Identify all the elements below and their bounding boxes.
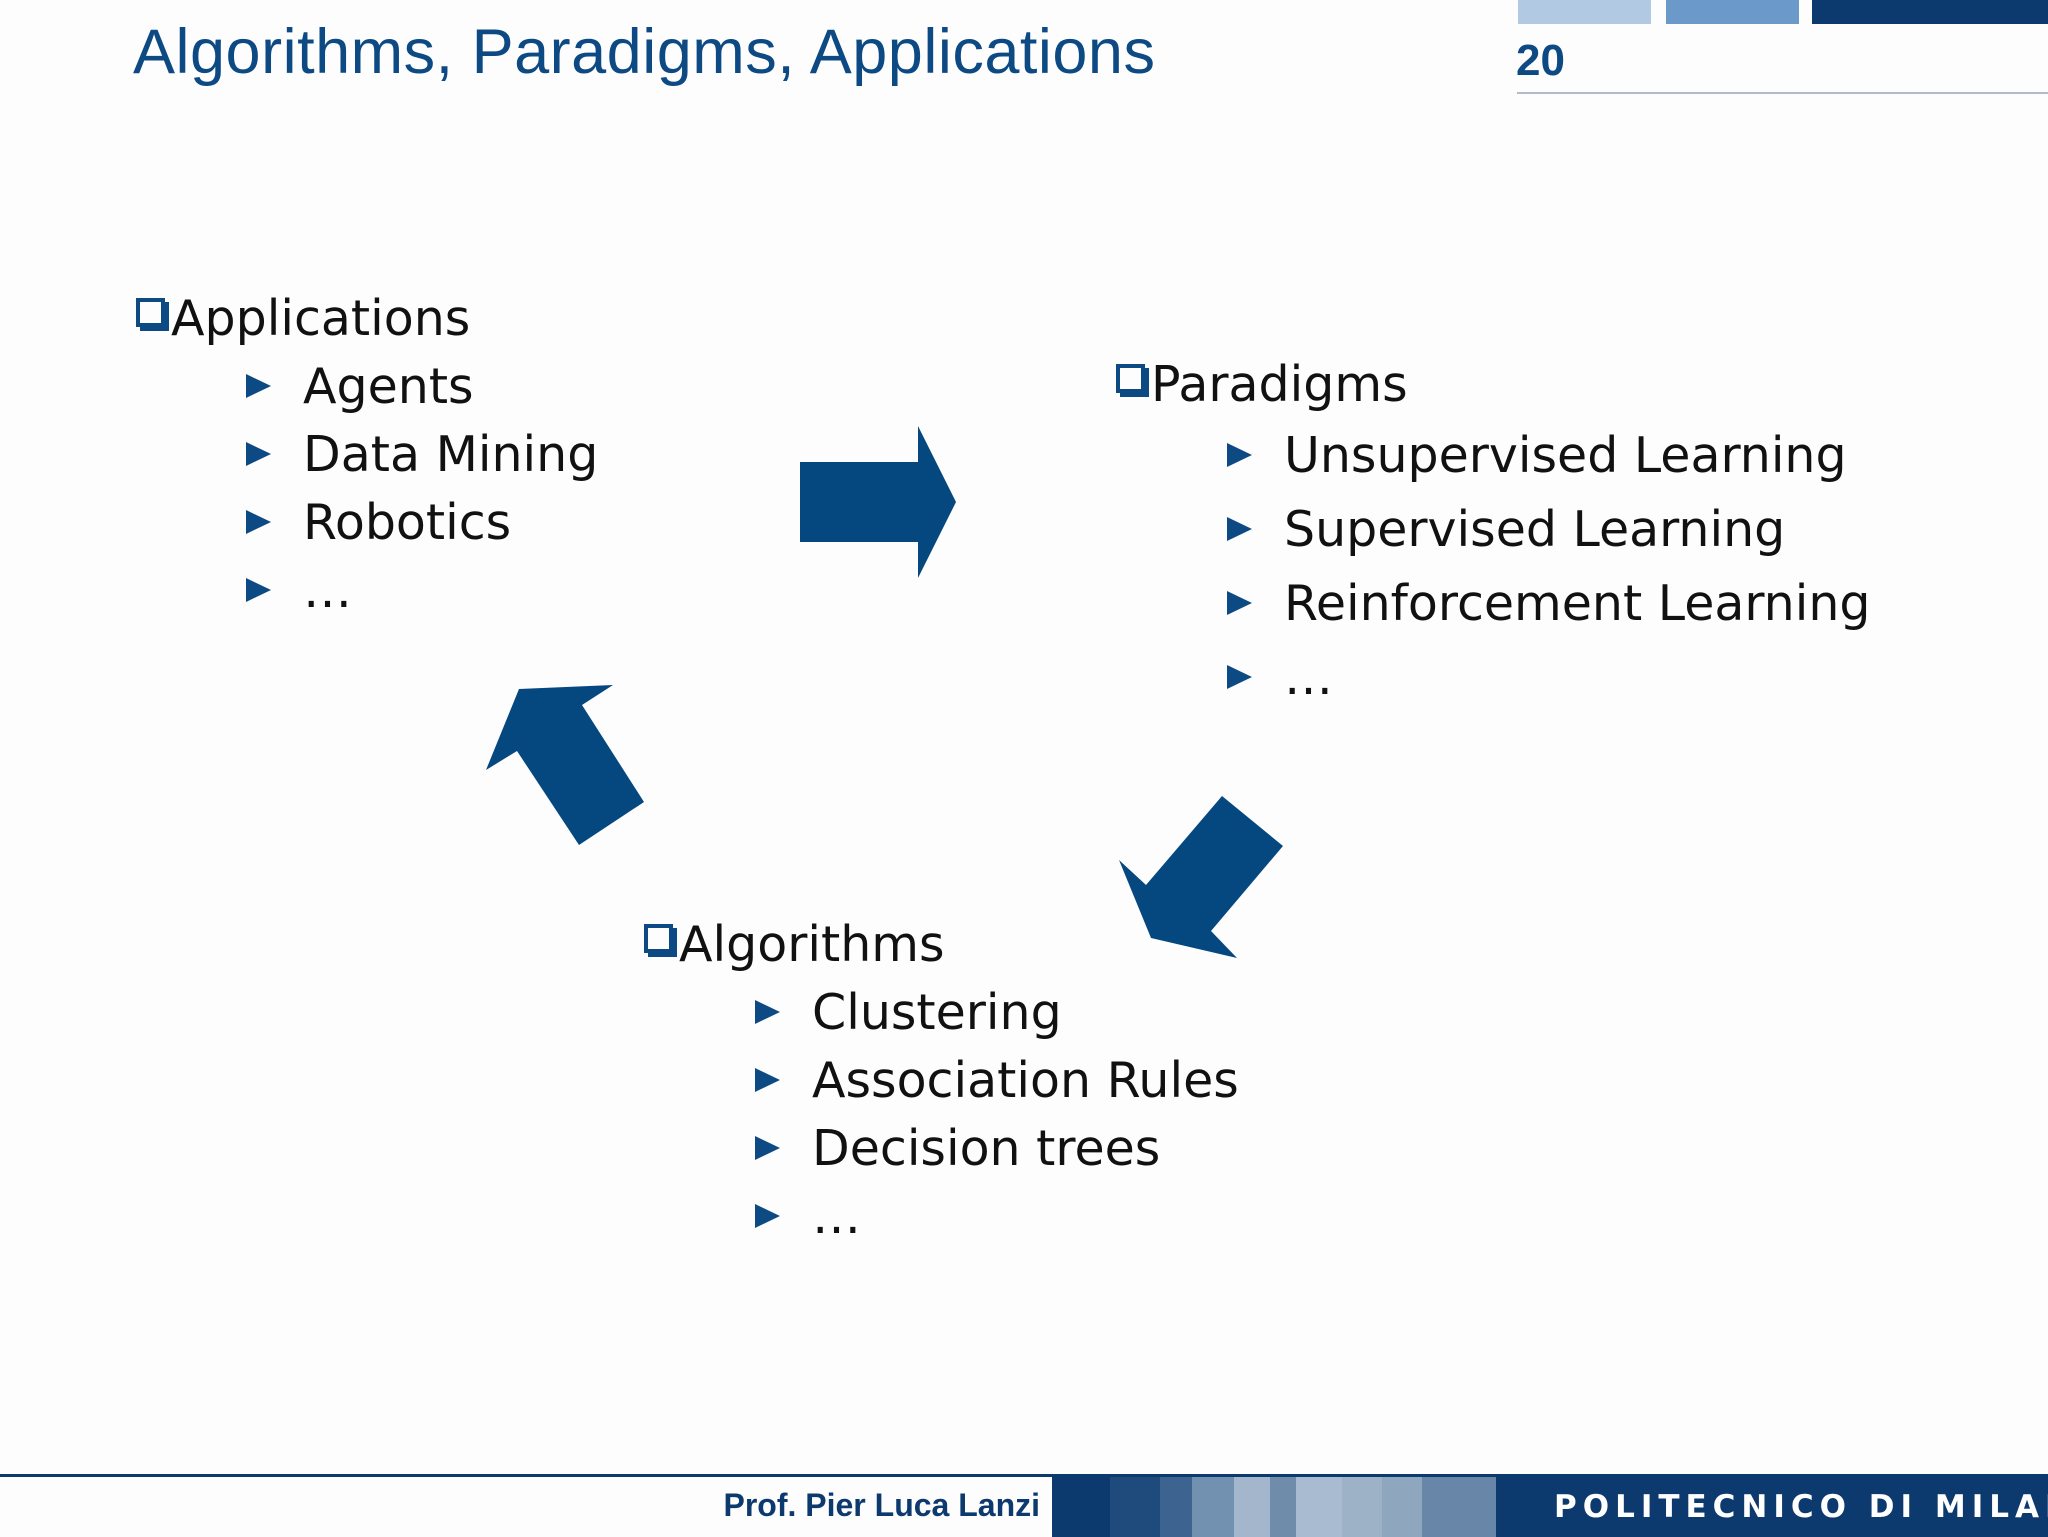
applications-heading-label: Applications bbox=[171, 289, 471, 347]
arrow-down-left-icon bbox=[1119, 796, 1283, 958]
list-item: Clustering bbox=[755, 978, 1239, 1046]
list-item-label: Supervised Learning bbox=[1284, 500, 1786, 558]
triangle-bullet-icon bbox=[246, 510, 271, 534]
footer-gradient-bar bbox=[1342, 1477, 1382, 1537]
footer-gradient-bar bbox=[1160, 1477, 1192, 1537]
list-item: Robotics bbox=[246, 488, 598, 556]
footer-gradient-bar bbox=[1052, 1477, 1110, 1537]
footer-gradient-bar bbox=[1270, 1477, 1296, 1537]
list-item-label: Decision trees bbox=[812, 1119, 1161, 1177]
triangle-bullet-icon bbox=[755, 1204, 780, 1228]
list-item-label: … bbox=[303, 561, 352, 619]
header-bar-mid bbox=[1666, 0, 1799, 24]
slide-title: Algorithms, Paradigms, Applications bbox=[133, 17, 1156, 87]
footer-gradient-bar bbox=[1422, 1477, 1496, 1537]
checkbox-bullet-icon bbox=[136, 297, 165, 327]
paradigms-group: Paradigms Unsupervised Learning Supervis… bbox=[1116, 350, 1871, 714]
applications-group: Applications Agents Data Mining Robotics… bbox=[136, 284, 598, 624]
header-bar-dark bbox=[1812, 0, 2048, 24]
list-item-label: Association Rules bbox=[812, 1051, 1239, 1109]
checkbox-bullet-icon bbox=[644, 923, 673, 953]
list-item-label: Clustering bbox=[812, 983, 1062, 1041]
list-item-label: … bbox=[1284, 648, 1333, 706]
list-item: Association Rules bbox=[755, 1046, 1239, 1114]
algorithms-group: Algorithms Clustering Association Rules … bbox=[644, 910, 1239, 1250]
triangle-bullet-icon bbox=[755, 1000, 780, 1024]
triangle-bullet-icon bbox=[1227, 443, 1252, 467]
list-item: … bbox=[755, 1182, 1239, 1250]
applications-heading: Applications bbox=[136, 284, 598, 352]
algorithms-heading-label: Algorithms bbox=[679, 915, 945, 973]
triangle-bullet-icon bbox=[1227, 665, 1252, 689]
list-item: … bbox=[1227, 640, 1871, 714]
footer-divider bbox=[0, 1474, 2048, 1477]
footer-gradient-bar bbox=[1192, 1477, 1234, 1537]
list-item: Unsupervised Learning bbox=[1227, 418, 1871, 492]
institution-name: POLITECNICO DI MILANO bbox=[1496, 1477, 2048, 1537]
list-item: … bbox=[246, 556, 598, 624]
author-name: Prof. Pier Luca Lanzi bbox=[723, 1487, 1040, 1523]
triangle-bullet-icon bbox=[755, 1068, 780, 1092]
header-bar-light bbox=[1518, 0, 1651, 24]
paradigms-heading-label: Paradigms bbox=[1151, 355, 1408, 413]
list-item-label: Agents bbox=[303, 357, 474, 415]
checkbox-bullet-icon bbox=[1116, 363, 1145, 393]
paradigms-heading: Paradigms bbox=[1116, 350, 1871, 418]
triangle-bullet-icon bbox=[1227, 517, 1252, 541]
list-item-label: … bbox=[812, 1187, 861, 1245]
footer-gradient-bar bbox=[1296, 1477, 1342, 1537]
list-item: Agents bbox=[246, 352, 598, 420]
footer-gradient-bar bbox=[1234, 1477, 1270, 1537]
footer-gradient-bar bbox=[1110, 1477, 1160, 1537]
list-item: Reinforcement Learning bbox=[1227, 566, 1871, 640]
list-item-label: Unsupervised Learning bbox=[1284, 426, 1847, 484]
triangle-bullet-icon bbox=[1227, 591, 1252, 615]
triangle-bullet-icon bbox=[246, 442, 271, 466]
list-item: Decision trees bbox=[755, 1114, 1239, 1182]
list-item: Supervised Learning bbox=[1227, 492, 1871, 566]
footer-gradient-bar bbox=[1382, 1477, 1422, 1537]
list-item-label: Robotics bbox=[303, 493, 512, 551]
arrow-right-icon bbox=[800, 426, 956, 578]
algorithms-heading: Algorithms bbox=[644, 910, 1239, 978]
list-item: Data Mining bbox=[246, 420, 598, 488]
triangle-bullet-icon bbox=[246, 578, 271, 602]
header-divider bbox=[1517, 92, 2048, 94]
page-number: 20 bbox=[1516, 36, 1565, 85]
arrow-up-left-icon bbox=[486, 685, 644, 845]
list-item-label: Data Mining bbox=[303, 425, 599, 483]
list-item-label: Reinforcement Learning bbox=[1284, 574, 1871, 632]
triangle-bullet-icon bbox=[755, 1136, 780, 1160]
triangle-bullet-icon bbox=[246, 374, 271, 398]
